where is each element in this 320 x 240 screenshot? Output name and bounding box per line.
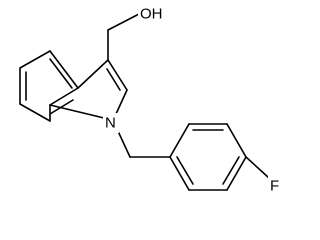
bond-c3a-c3: [77, 59, 109, 89]
bond-c6-c7: [19, 103, 51, 122]
bond-c3-c2-inner: [106, 68, 121, 91]
atom-label-oh: OH: [140, 6, 163, 23]
bond-c7a-c3a: [49, 87, 79, 106]
bond-c-f: [245, 156, 270, 179]
atom-label-n: N: [105, 115, 116, 132]
atom-label-f: F: [270, 178, 279, 195]
bond-c2-n1: [115, 89, 128, 115]
bond-ch2-oh: [107, 13, 140, 31]
bond-n1-ch2: [116, 128, 131, 158]
molecule-structure: OH N F: [19, 4, 282, 196]
bond-c3a-c4: [49, 50, 79, 89]
f-label-bg: [268, 176, 282, 196]
bond-ph-c6-c1: [169, 156, 190, 191]
oh-label-bg: [138, 4, 168, 24]
bond-ph-c4-c5-inner: [222, 156, 240, 185]
bond-c3-c2: [107, 59, 128, 91]
bond-ph-c4-c5: [226, 156, 247, 191]
bond-c4-c5: [19, 50, 51, 69]
bond-ph-c3-c4: [226, 123, 247, 158]
bond-ph-c1-c2: [169, 123, 190, 158]
bond-ph-c6-c1-inner: [176, 156, 194, 185]
bond-c4-c4-inner: [49, 58, 73, 89]
n-label-bg: [103, 113, 119, 133]
bond-n1-c7a: [49, 104, 105, 119]
